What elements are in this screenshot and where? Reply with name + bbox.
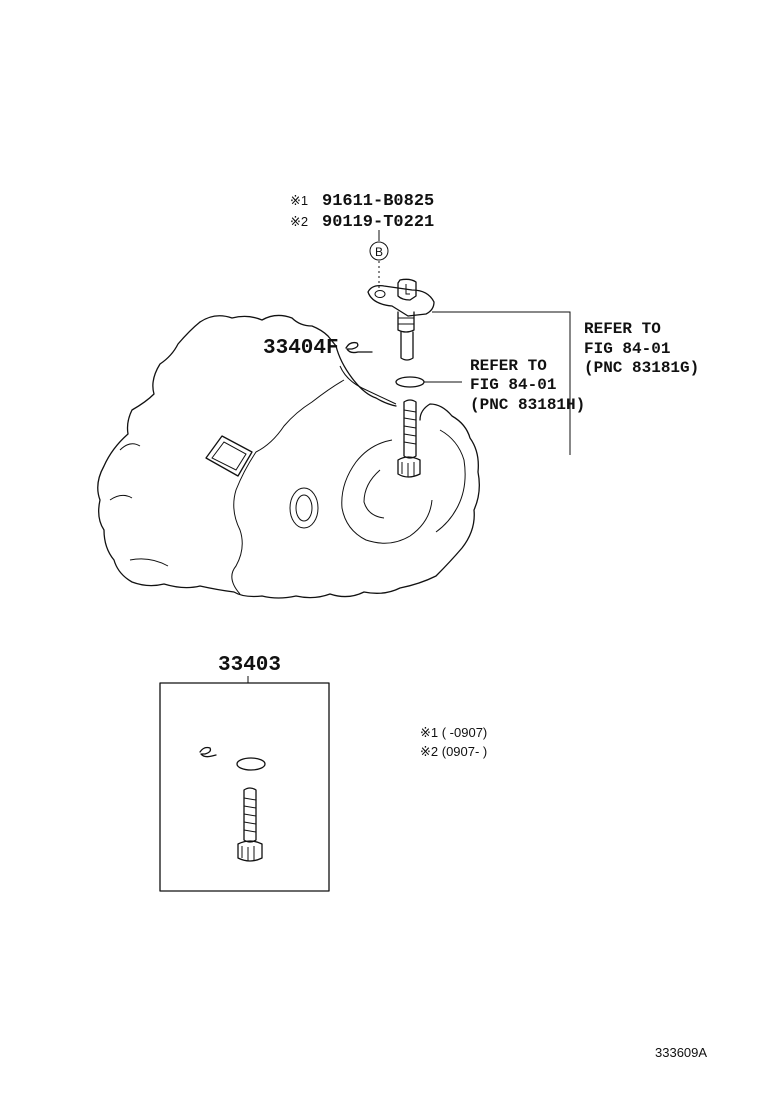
refer-h-line3[interactable]: (PNC 83181H) <box>470 396 585 414</box>
33404F-leader-line <box>339 365 397 405</box>
transmission-housing-icon <box>97 314 480 599</box>
speed-sensor-icon <box>367 278 435 361</box>
legend-note2: ※2 (0907- ) <box>420 744 487 759</box>
kit-driven-gear-icon <box>237 787 263 862</box>
kit-box <box>159 682 330 892</box>
part-number-33403[interactable]: 33403 <box>218 654 281 677</box>
refer-g-line2: FIG 84-01 <box>584 340 670 358</box>
clip-icon <box>345 341 373 354</box>
part-number-33404F[interactable]: 33404F <box>263 337 339 360</box>
diagram-number: 333609A <box>655 1045 707 1060</box>
svg-text:B: B <box>375 245 383 259</box>
driven-gear-icon <box>397 399 421 478</box>
bolt-tag-circle: B <box>369 241 389 261</box>
refer-h-line2: FIG 84-01 <box>470 376 556 394</box>
note2-mark: ※2 <box>290 214 308 229</box>
refer-g-line3[interactable]: (PNC 83181G) <box>584 359 699 377</box>
part-number-91611-B0825[interactable]: 91611-B0825 <box>322 192 434 211</box>
legend-note1: ※1 ( -0907) <box>420 725 487 740</box>
refer-g-bracket-line <box>432 311 571 455</box>
kit-clip-icon <box>199 746 217 758</box>
kit-o-ring-icon <box>236 757 266 771</box>
refer-h-line1: REFER TO <box>470 357 547 375</box>
o-ring-icon <box>395 376 425 388</box>
refer-g-line1: REFER TO <box>584 320 661 338</box>
part-number-90119-T0221[interactable]: 90119-T0221 <box>322 213 434 232</box>
note1-mark: ※1 <box>290 193 308 208</box>
